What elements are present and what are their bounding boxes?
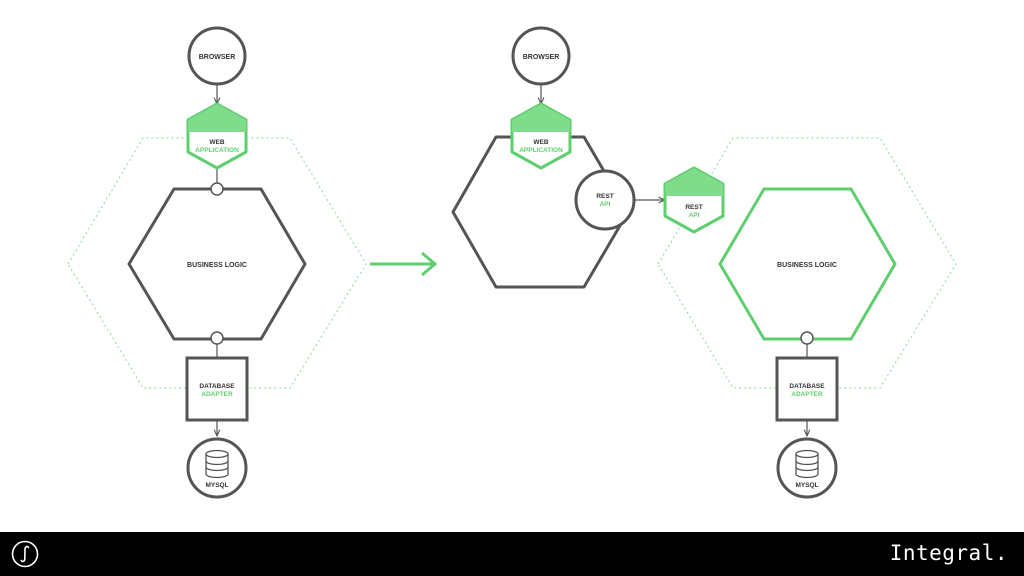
footer-bar: Integral. (0, 532, 1024, 576)
database-icon (205, 449, 229, 479)
mysql-node-right: MYSQL (776, 437, 838, 499)
db-adapter-label-1: DATABASE (199, 383, 235, 390)
mysql-label: MYSQL (205, 482, 228, 489)
rest-api-circle: REST API (574, 169, 636, 231)
web-app-label-1: WEB (209, 139, 224, 146)
database-icon (795, 449, 819, 479)
architecture-diagram: BROWSER BUSINESS LOGIC WEB APPLICATION D… (67, 26, 957, 499)
outer-dotted-hexagon-left (67, 137, 367, 389)
db-adapter-label-2: ADAPTER (791, 391, 823, 398)
rest-api-hexagon: REST API (663, 166, 725, 234)
outer-dotted-hexagon-right (657, 137, 957, 389)
browser-label: BROWSER (523, 54, 560, 61)
rest-api-label-1: REST (685, 204, 702, 211)
integral-symbol-icon (11, 540, 39, 568)
mysql-label: MYSQL (795, 482, 818, 489)
browser-node-left: BROWSER (187, 26, 247, 86)
port-bottom-left (210, 331, 224, 345)
business-logic-hexagon-left: BUSINESS LOGIC (127, 187, 307, 341)
db-adapter-label-2: ADAPTER (201, 391, 233, 398)
business-logic-hexagon-right: BUSINESS LOGIC (718, 187, 897, 341)
database-adapter-left: DATABASE ADAPTER (185, 356, 249, 422)
web-application-hexagon-right: WEB APPLICATION (510, 102, 572, 170)
footer-brand-text: Integral. (889, 541, 1008, 565)
web-app-label-1: WEB (533, 139, 548, 146)
port-top-left (210, 182, 224, 196)
port-bottom-right (800, 331, 814, 345)
rest-api-label-1: REST (596, 193, 613, 200)
web-app-label-2: APPLICATION (195, 147, 239, 154)
rest-api-label-2: API (689, 212, 700, 219)
db-adapter-label-1: DATABASE (789, 383, 825, 390)
browser-label: BROWSER (199, 54, 236, 61)
rest-api-label-2: API (600, 201, 611, 208)
browser-node-right: BROWSER (511, 26, 571, 86)
business-logic-label: BUSINESS LOGIC (777, 262, 837, 269)
mysql-node-left: MYSQL (186, 437, 248, 499)
database-adapter-right: DATABASE ADAPTER (775, 356, 839, 422)
transition-arrow-icon (370, 251, 438, 277)
web-app-label-2: APPLICATION (519, 147, 563, 154)
business-logic-label: BUSINESS LOGIC (187, 262, 247, 269)
web-application-hexagon-left: WEB APPLICATION (186, 102, 248, 170)
